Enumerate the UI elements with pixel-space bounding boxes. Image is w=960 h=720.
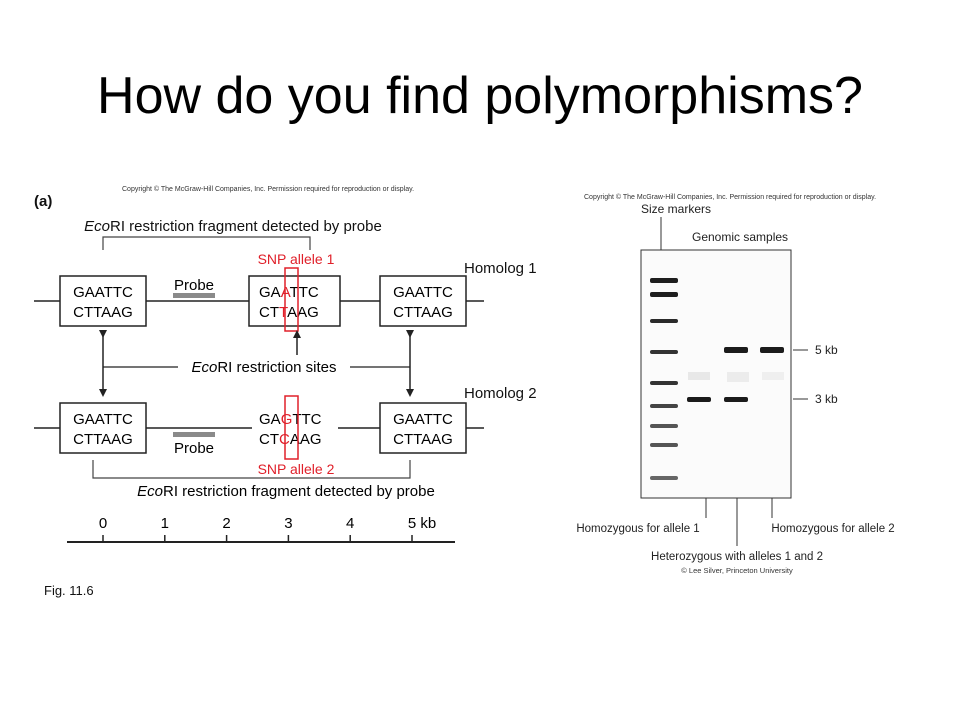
seq-part: TTC	[290, 284, 319, 301]
ladder-band	[650, 476, 678, 480]
site-bottom-seq: CTTAAG	[73, 304, 133, 321]
snp1-top-seq: GAATTC	[259, 284, 319, 301]
seq-part: TTC	[292, 411, 321, 428]
ecori-site-box: GAATTC CTTAAG	[59, 275, 147, 327]
site-bottom-seq: CTTAAG	[393, 304, 453, 321]
ecori-site-box: GAATTC CTTAAG	[379, 275, 467, 327]
scale-tick-label: 4	[346, 515, 354, 532]
seq-part: GA	[259, 411, 281, 428]
scale-tick-label: 5 kb	[408, 515, 436, 532]
seq-part: CT	[259, 304, 279, 321]
mutated-site: GAGTTC CTCAAG	[252, 395, 338, 460]
ladder-band	[650, 292, 678, 297]
ladder-band	[650, 404, 678, 408]
right-copyright: Copyright © The McGraw-Hill Companies, I…	[584, 193, 876, 201]
gel-figure: Copyright © The McGraw-Hill Companies, I…	[576, 193, 894, 575]
ladder-band	[650, 443, 678, 447]
top-caption-italic: Eco	[84, 218, 110, 235]
homolog-2-label: Homolog 2	[464, 385, 537, 402]
site-top-seq: GAATTC	[393, 284, 453, 301]
kb-scale-ticks: 0 1 2 3 4 5 kb	[99, 515, 436, 542]
scale-tick-label: 3	[284, 515, 292, 532]
seq-snp-base: G	[281, 411, 293, 428]
size-3kb-label: 3 kb	[815, 392, 838, 406]
lane-2-band-5kb	[724, 347, 748, 353]
ladder-band	[650, 319, 678, 323]
snp2-bottom-seq: CTCAAG	[259, 431, 322, 448]
scale-tick-label: 1	[161, 515, 169, 532]
homozygous-allele-1-label: Homozygous for allele 1	[576, 523, 699, 535]
site-top-seq: GAATTC	[73, 411, 133, 428]
site-top-seq: GAATTC	[393, 411, 453, 428]
seq-part: CT	[259, 431, 279, 448]
snp1-bottom-seq: CTTAAG	[259, 304, 319, 321]
figure-caption: Fig. 11.6	[44, 583, 94, 598]
top-fragment-caption: EcoRI restriction fragment detected by p…	[84, 218, 382, 235]
lane-1-band-3kb	[687, 397, 711, 402]
sites-italic: Eco	[191, 359, 217, 376]
size-5kb-label: 5 kb	[815, 343, 838, 357]
ladder-band	[650, 278, 678, 283]
snp-1-highlight	[284, 267, 299, 332]
site-top-seq: GAATTC	[73, 284, 133, 301]
scale-tick-label: 2	[222, 515, 230, 532]
marker-ladder	[650, 278, 678, 480]
heterozygous-label: Heterozygous with alleles 1 and 2	[651, 551, 823, 563]
top-fragment-bracket	[102, 236, 311, 250]
seq-part: AAG	[290, 431, 322, 448]
snp-allele-1-label: SNP allele 1	[258, 251, 335, 267]
faint-smear	[727, 372, 749, 382]
probe-bar-1	[173, 293, 215, 298]
seq-part: AAG	[287, 304, 319, 321]
snp-2-highlight	[284, 395, 299, 460]
gel-frame	[640, 249, 792, 499]
top-caption-rest: RI restriction fragment detected by prob…	[110, 218, 382, 235]
panel-label: (a)	[34, 193, 52, 210]
size-markers-label: Size markers	[641, 202, 711, 216]
restriction-diagram: Copyright © The McGraw-Hill Companies, I…	[34, 185, 537, 543]
site-bottom-seq: CTTAAG	[393, 431, 453, 448]
image-credit: © Lee Silver, Princeton University	[681, 566, 793, 575]
ladder-band	[650, 424, 678, 428]
ladder-band	[650, 381, 678, 385]
ladder-band	[650, 350, 678, 354]
probe-label-2: Probe	[174, 440, 214, 457]
ecori-site-box: GAATTC CTTAAG	[248, 267, 341, 332]
lane-3-band-5kb	[760, 347, 784, 353]
bottom-caption-italic: Eco	[137, 483, 163, 500]
seq-snp-base: T	[279, 304, 288, 321]
seq-part: GA	[259, 284, 281, 301]
scale-tick-label: 0	[99, 515, 107, 532]
sites-rest: RI restriction sites	[217, 359, 336, 376]
bottom-fragment-caption: EcoRI restriction fragment detected by p…	[137, 483, 435, 500]
faint-smear	[688, 372, 710, 380]
probe-bar-2	[173, 432, 215, 437]
probe-label-1: Probe	[174, 277, 214, 294]
ecori-sites-label: EcoRI restriction sites	[191, 359, 336, 376]
faint-smear	[762, 372, 784, 380]
left-copyright: Copyright © The McGraw-Hill Companies, I…	[122, 185, 414, 193]
site-bottom-seq: CTTAAG	[73, 431, 133, 448]
homolog-1-label: Homolog 1	[464, 260, 537, 277]
snp2-top-seq: GAGTTC	[259, 411, 322, 428]
ecori-site-box: GAATTC CTTAAG	[379, 402, 467, 454]
genomic-samples-label: Genomic samples	[692, 230, 788, 244]
homozygous-allele-2-label: Homozygous for allele 2	[771, 523, 894, 535]
snp-allele-2-label: SNP allele 2	[258, 461, 335, 477]
ecori-site-box: GAATTC CTTAAG	[59, 402, 147, 454]
slide-title: How do you find polymorphisms?	[97, 67, 863, 125]
bottom-fragment-bracket	[92, 460, 411, 479]
lane-2-band-3kb	[724, 397, 748, 402]
bottom-caption-rest: RI restriction fragment detected by prob…	[163, 483, 435, 500]
